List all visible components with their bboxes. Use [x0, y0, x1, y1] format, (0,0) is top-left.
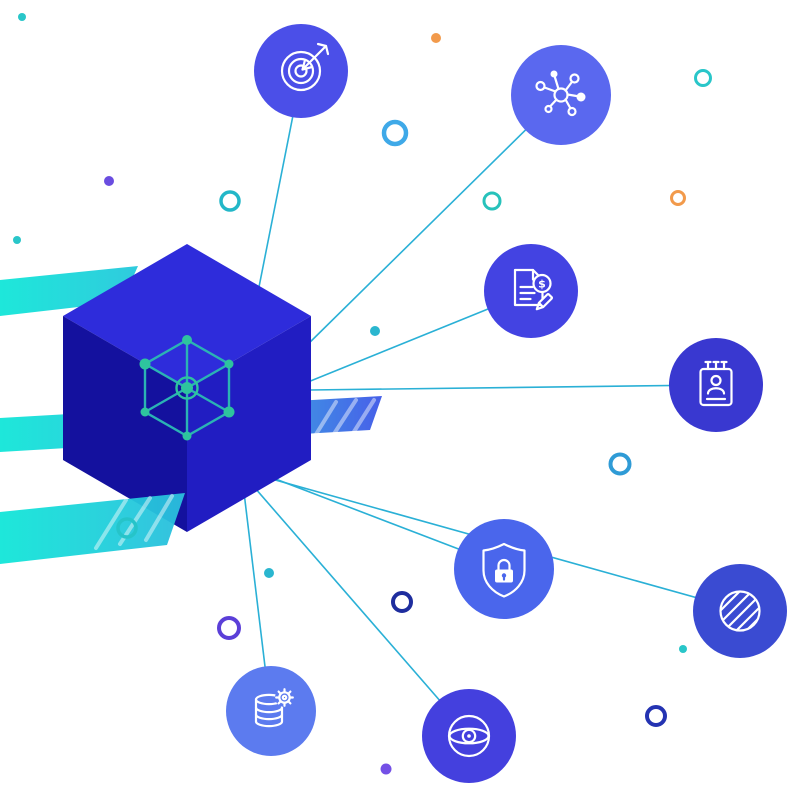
node-network-hub	[511, 45, 611, 145]
decor-dot	[370, 326, 380, 336]
notebook-binders	[706, 360, 726, 371]
connector-line-network-hub	[299, 97, 559, 353]
database-layers	[254, 706, 284, 728]
globe-equator	[448, 727, 490, 745]
sphere-hatching	[721, 592, 759, 630]
person-shoulders	[706, 387, 726, 395]
decor-ring	[645, 705, 667, 727]
globe-core-dot	[467, 734, 471, 738]
target-outer-ring	[280, 50, 322, 92]
hatched-sphere-icon	[719, 590, 761, 632]
dollar-coin	[532, 273, 552, 294]
document-dollar-icon: $	[513, 268, 554, 311]
hub-node	[576, 92, 586, 102]
hub-node	[567, 106, 577, 117]
decor-ring	[217, 616, 241, 640]
decor-dot	[264, 568, 274, 578]
node-invoice: $	[484, 244, 578, 338]
lock-shackle	[497, 558, 511, 571]
stripe-hatch-middle	[308, 398, 376, 446]
decor-dot	[13, 236, 21, 244]
target-arrow-icon	[280, 42, 330, 92]
node-sphere	[693, 564, 787, 658]
wireframe-cube-icon	[139, 335, 235, 441]
target-middle-ring	[287, 57, 315, 85]
wireframe-center-ring	[175, 376, 199, 400]
node-globe	[422, 689, 516, 783]
connector-line-contacts	[309, 384, 715, 391]
pencil-icon	[535, 292, 554, 311]
arrow-shaft	[301, 44, 328, 71]
decor-dot	[104, 176, 114, 186]
node-target	[254, 24, 348, 118]
dollar-sign: $	[538, 278, 546, 291]
arrow-head	[301, 58, 314, 71]
decor-ring	[670, 190, 686, 206]
decor-ring	[391, 591, 413, 613]
shield-lock-icon	[482, 542, 526, 598]
decor-layer	[13, 13, 712, 775]
node-security-circle	[454, 519, 554, 619]
database-gear-icon	[254, 688, 294, 728]
shield-outline	[482, 542, 526, 598]
decor-dot	[431, 33, 441, 43]
node-security	[454, 519, 554, 619]
wireframe-nodes	[139, 335, 235, 441]
sphere-outline	[719, 590, 761, 632]
decor-ring	[482, 191, 502, 211]
decor-dot	[679, 645, 687, 653]
hub-node	[544, 104, 553, 114]
decor-ring	[381, 119, 409, 147]
document-lines	[519, 285, 536, 301]
hub-node	[535, 80, 546, 92]
decor-ring	[219, 190, 241, 212]
hub-spokes	[543, 76, 578, 109]
globe-core-ring	[461, 728, 477, 744]
decor-ring	[116, 517, 138, 539]
decor-ring	[608, 452, 632, 476]
decor-dot	[18, 13, 26, 21]
node-contacts	[669, 338, 763, 432]
connector-line-globe	[247, 479, 469, 734]
gear-icon	[275, 688, 294, 707]
node-invoice-circle	[484, 244, 578, 338]
node-target-circle	[254, 24, 348, 118]
lock-keyhole	[501, 573, 507, 578]
node-sphere-circle	[693, 564, 787, 658]
wireframe-spokes	[144, 340, 230, 436]
node-network-hub-circle	[511, 45, 611, 145]
globe-icon	[447, 714, 491, 758]
hub-node	[569, 73, 580, 84]
hub-cube	[63, 244, 311, 532]
stripes-front-layer	[0, 493, 185, 564]
decor-ring	[694, 69, 712, 87]
decor-dot	[380, 763, 392, 775]
node-database	[226, 666, 316, 756]
hub-node	[550, 70, 558, 78]
arrow-fletching	[316, 42, 330, 56]
network-hub-icon	[535, 70, 586, 117]
stripe-band-lower	[0, 493, 185, 564]
contact-notebook-icon	[699, 360, 733, 407]
target-inner-ring	[294, 64, 308, 78]
person-head	[710, 374, 722, 387]
